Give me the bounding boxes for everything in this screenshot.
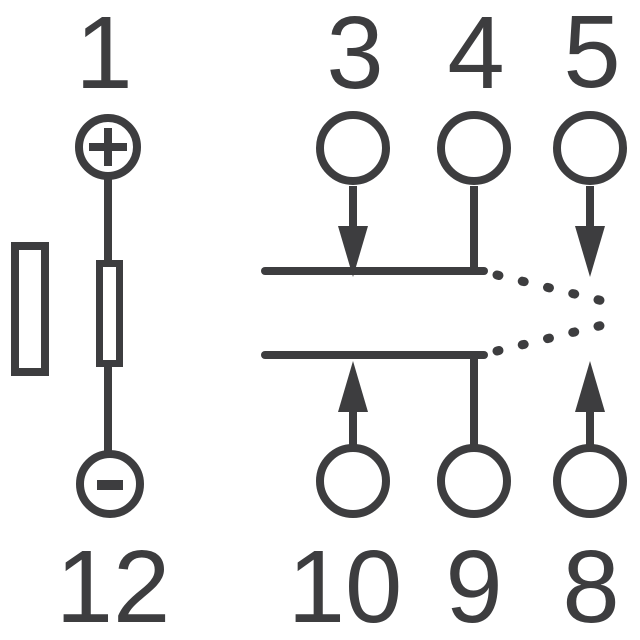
coil-positive-terminal	[75, 114, 141, 180]
pin-4-terminal-circle	[437, 111, 511, 185]
pin-10-label: 10	[288, 529, 403, 640]
pin-5-terminal-circle	[553, 111, 627, 185]
coil-negative-terminal	[76, 450, 144, 518]
negative-terminal-circle	[76, 450, 144, 518]
pin-8-label: 8	[562, 529, 619, 640]
pin-10-arrow-up-icon	[338, 361, 368, 446]
pin-10-terminal-circle	[316, 444, 390, 518]
pin-3-terminal-circle	[316, 111, 390, 185]
pin-3-label: 3	[326, 0, 383, 110]
pin-5-label: 5	[563, 0, 620, 109]
coil-winding-symbol	[96, 260, 123, 367]
lower-contact-dotted-path	[492, 320, 608, 356]
pin-4-label: 4	[447, 0, 504, 110]
left-marker-rectangle	[11, 242, 49, 376]
positive-terminal-circle	[75, 114, 141, 180]
pin-1-label: 1	[75, 0, 132, 110]
pin-8-terminal-circle	[553, 444, 627, 518]
pin-9-terminal-circle	[437, 444, 511, 518]
pin-5-arrow-down-icon	[575, 186, 605, 277]
pin-3-arrow-down-icon	[338, 186, 368, 277]
upper-contact-dotted-path	[492, 270, 608, 306]
plus-icon	[89, 128, 127, 166]
pin-8-arrow-up-icon	[575, 361, 605, 446]
pin-9-label: 9	[445, 529, 502, 640]
pin-12-label: 12	[56, 529, 171, 640]
